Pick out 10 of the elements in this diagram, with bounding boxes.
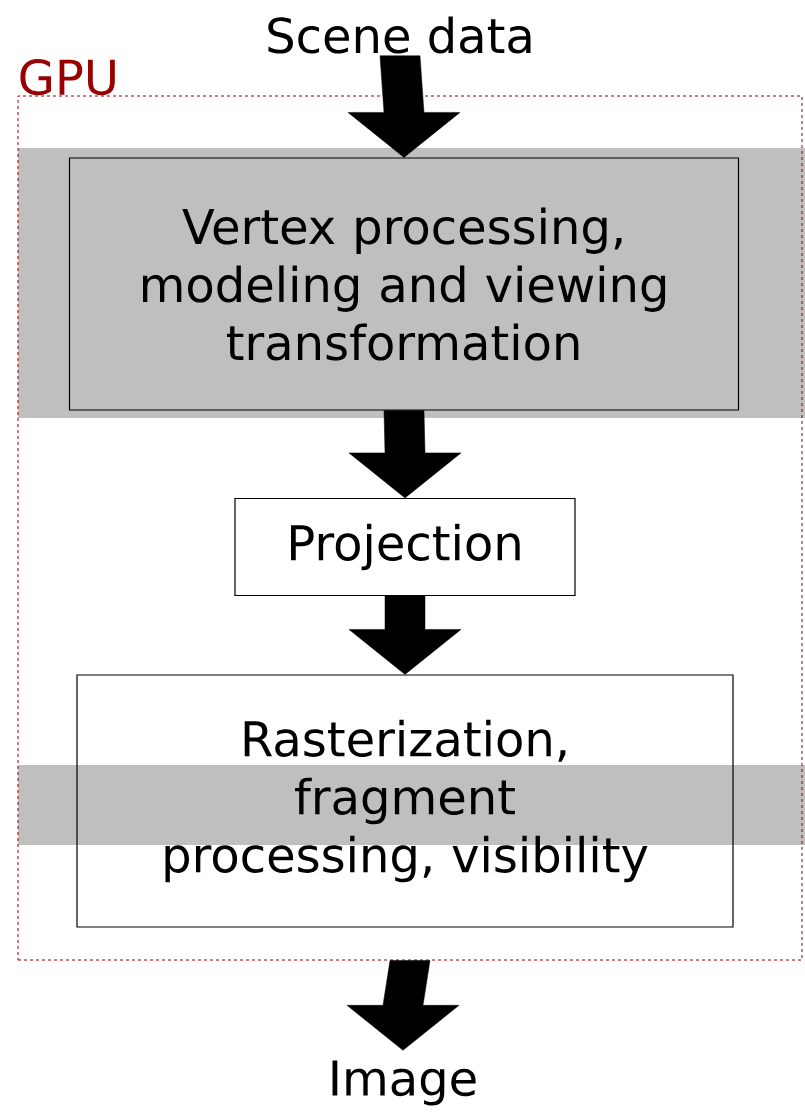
block-arrow [347,55,461,158]
process-box: Rasterization, fragment processing, visibility [76,674,734,928]
block-arrow [348,410,462,499]
process-box: Vertex processing, modeling and viewing transformation [68,157,740,411]
text-label: Image [332,1060,476,1106]
process-box: Projection [234,497,576,597]
block-arrow [346,960,460,1051]
node-label: GPU [20,59,115,96]
block-arrow [348,595,462,675]
text-label: Scene data [268,16,531,54]
